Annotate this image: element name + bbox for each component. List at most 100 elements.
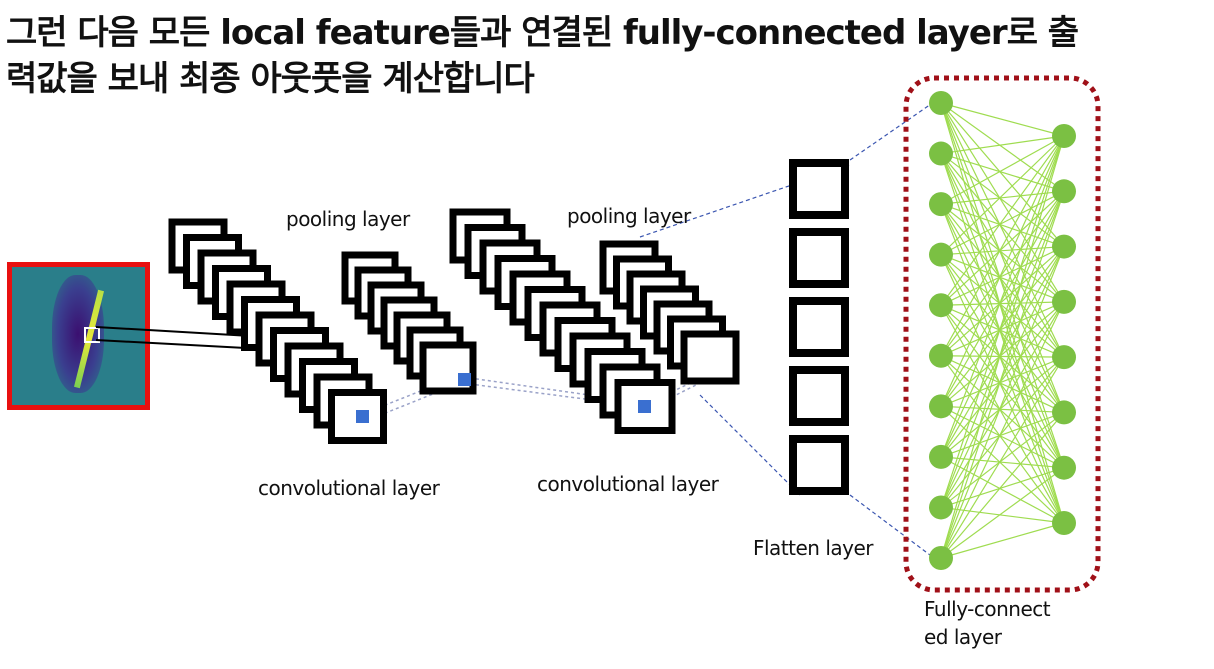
- fc-input-node: [929, 546, 953, 570]
- fc-edge: [940, 356, 1065, 407]
- fc-output-node: [1052, 400, 1076, 425]
- conv-layer-2-label: convolutional layer: [537, 472, 719, 496]
- title-line-1: 그런 다음 모든 local feature들과 연결된 fully-conne…: [6, 13, 1079, 53]
- receptive-field-box: [84, 327, 100, 343]
- fc-edge: [940, 190, 1065, 205]
- fc-edge: [940, 135, 1065, 256]
- fc-input-node: [929, 293, 953, 318]
- fc-edge: [940, 191, 1065, 458]
- fc-edge: [940, 405, 1065, 414]
- fc-edge: [940, 153, 1065, 468]
- fc-edge: [940, 152, 1065, 192]
- conv-layer-1-label: convolutional layer: [258, 476, 440, 500]
- fc-edge: [940, 246, 1065, 508]
- fc-edge: [940, 304, 1065, 358]
- fc-edge: [940, 301, 1065, 357]
- fc-edge: [940, 304, 1065, 469]
- fc-guide-top: [849, 101, 935, 161]
- fc-input-node: [929, 343, 953, 368]
- fc-edge: [940, 190, 1065, 256]
- fc-edge: [940, 506, 1065, 524]
- fc-input-node: [929, 242, 953, 267]
- fc-edge: [940, 203, 1065, 248]
- fc-edge: [940, 135, 1065, 559]
- fc-edge: [940, 135, 1065, 508]
- fc-edge: [940, 102, 1065, 192]
- fc-edge: [940, 355, 1065, 358]
- kernel-square: [638, 400, 651, 413]
- conv-layer-1-stack: [168, 218, 387, 444]
- fc-edge: [940, 153, 1065, 413]
- fc-edge: [940, 254, 1065, 303]
- fc-edge: [940, 405, 1065, 469]
- fc-edge: [940, 254, 1065, 524]
- fc-edge: [940, 456, 1065, 469]
- fc-nodes: [929, 91, 1076, 570]
- fc-edge: [940, 301, 1065, 306]
- fc-edge: [940, 467, 1065, 509]
- dotted-guide-line: [469, 377, 639, 403]
- fc-output-node: [1052, 345, 1076, 370]
- fc-edge: [940, 301, 1065, 559]
- fc-edge: [940, 304, 1065, 524]
- fc-input-node: [929, 192, 953, 217]
- fc-edge: [940, 102, 1065, 358]
- fc-edge: [940, 246, 1065, 559]
- fc-edge: [940, 135, 1065, 407]
- kernel-markers: [356, 373, 651, 423]
- fc-edge: [940, 405, 1065, 524]
- dotted-guide-line: [469, 383, 639, 407]
- fc-edge: [940, 191, 1065, 508]
- fc-edge: [940, 135, 1065, 458]
- fc-edge: [940, 102, 1065, 413]
- fc-edge: [940, 153, 1065, 303]
- fc-edge: [940, 301, 1065, 508]
- flatten-box: [789, 435, 849, 495]
- fc-edge: [940, 254, 1065, 469]
- fc-edge: [940, 153, 1065, 358]
- flatten-box: [789, 297, 849, 357]
- flatten-guide-bottom: [699, 394, 801, 496]
- title-line-2: 력값을 보내 최종 아웃풋을 계산합니다: [6, 59, 535, 99]
- fc-edge: [940, 246, 1065, 357]
- fc-edge: [940, 135, 1065, 357]
- input-image: [7, 262, 150, 410]
- fc-edge: [940, 203, 1065, 358]
- fc-output-node: [1052, 455, 1076, 480]
- pooling-layer-1-label: pooling layer: [286, 207, 410, 231]
- fc-edge: [940, 102, 1065, 247]
- pooling-layer-2-label: pooling layer: [567, 204, 691, 228]
- fc-edge: [940, 203, 1065, 413]
- fc-edge: [940, 246, 1065, 306]
- fc-layer-label-line-1: Fully-connect: [924, 597, 1051, 621]
- fc-edge: [940, 411, 1065, 458]
- fc-edge: [940, 102, 1065, 137]
- pool2-map: [680, 330, 740, 385]
- fc-edge: [940, 203, 1065, 303]
- fc-edge: [940, 301, 1065, 458]
- kernel-square: [356, 410, 369, 423]
- fc-input-node: [929, 394, 953, 419]
- fc-edge: [940, 102, 1065, 468]
- fc-edge: [940, 355, 1065, 413]
- fc-edge: [940, 246, 1065, 407]
- fc-guide-bottom: [849, 494, 935, 559]
- pooling-layer-1-stack: [341, 251, 477, 395]
- fc-input-node: [929, 444, 953, 469]
- fc-edge: [940, 191, 1065, 559]
- fc-edge: [940, 135, 1065, 205]
- fc-edge: [940, 245, 1065, 256]
- fc-edge: [940, 355, 1065, 524]
- fc-edge: [940, 246, 1065, 458]
- fc-edge: [940, 254, 1065, 413]
- fc-edge: [940, 412, 1065, 559]
- fc-edge: [940, 467, 1065, 559]
- fc-output-node: [1052, 289, 1076, 314]
- fc-edge: [940, 355, 1065, 469]
- flatten-box: [789, 228, 849, 288]
- fc-edge: [940, 203, 1065, 524]
- fc-edge: [940, 135, 1065, 306]
- flatten-layer-label: Flatten layer: [753, 536, 874, 560]
- fc-edge: [940, 153, 1065, 524]
